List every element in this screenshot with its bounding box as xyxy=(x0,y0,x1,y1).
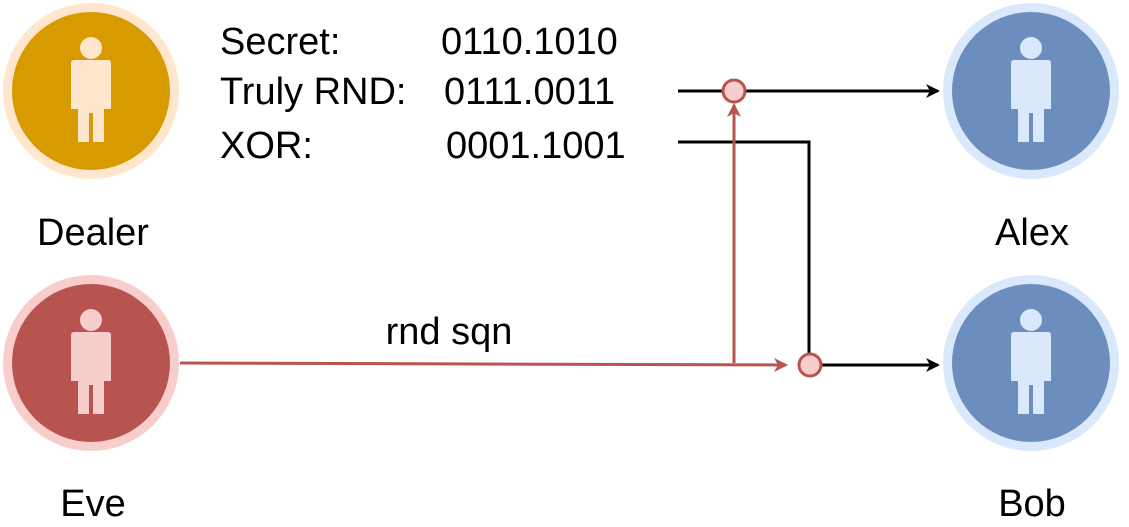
xor-to-bob-junction-line xyxy=(678,140,811,353)
alex-actor xyxy=(943,3,1119,179)
dealer-actor xyxy=(3,3,179,179)
bob-actor xyxy=(943,275,1119,451)
dealer-label: Dealer xyxy=(37,212,149,254)
eve-channel-line xyxy=(179,357,788,372)
bob-label: Bob xyxy=(998,483,1066,525)
xor-value: 0001.1001 xyxy=(446,125,626,167)
xor-label: XOR: xyxy=(220,125,313,167)
bob-xor-junction xyxy=(797,352,823,378)
secret-value: 0110.1010 xyxy=(441,21,618,63)
truly-rnd-label: Truly RND: xyxy=(220,71,406,113)
alex-label: Alex xyxy=(995,212,1069,254)
truly-rnd-value: 0111.0011 xyxy=(444,71,615,113)
eve-channel-label: rnd sqn xyxy=(386,311,513,353)
alex-xor-junction xyxy=(721,78,747,104)
secret-label: Secret: xyxy=(220,21,340,63)
eve-label: Eve xyxy=(60,483,125,525)
eve-actor xyxy=(3,275,179,451)
